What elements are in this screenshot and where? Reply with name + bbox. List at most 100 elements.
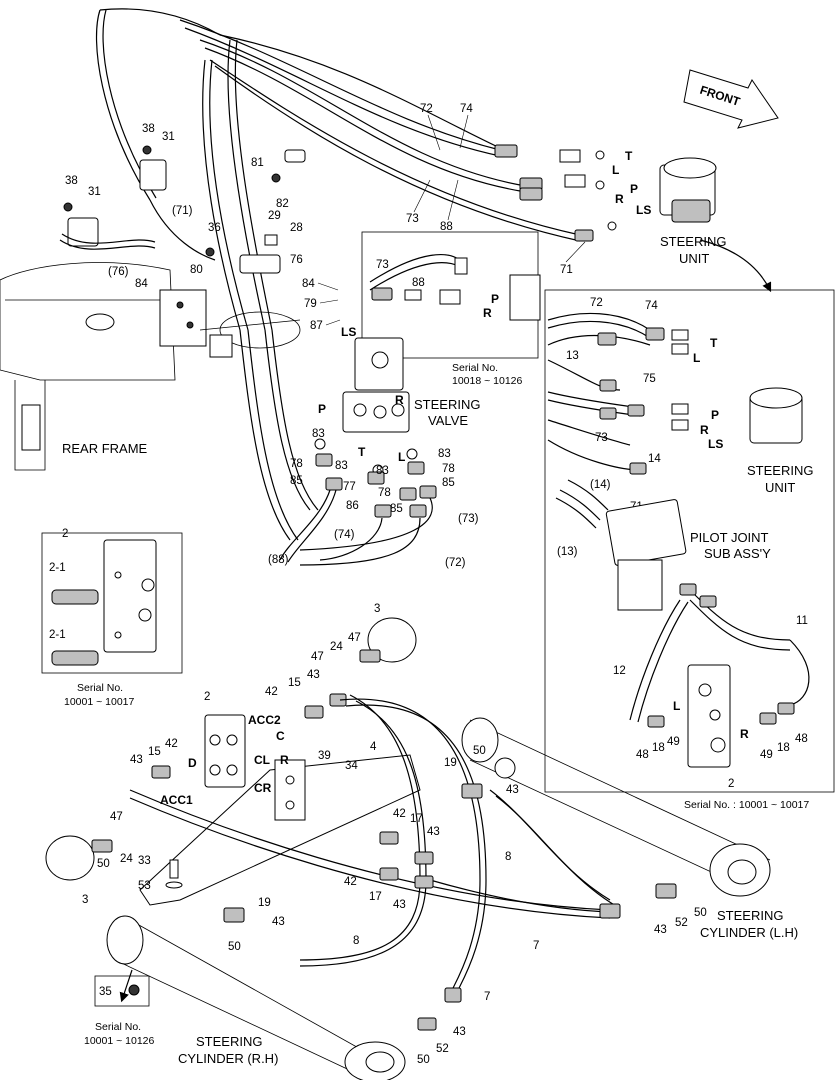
port-l-top: L bbox=[612, 163, 619, 177]
callout-15b: 15 bbox=[148, 746, 161, 758]
valve-hoses bbox=[239, 329, 433, 566]
callout-85b: 85 bbox=[442, 477, 455, 489]
linset-callout-2-1a: 2-1 bbox=[49, 562, 66, 574]
callout-80: 80 bbox=[190, 264, 203, 276]
inset-callout-88: 88 bbox=[412, 277, 425, 289]
callout-43d: 43 bbox=[427, 826, 440, 838]
cyl-rh-label-1: STEERING bbox=[196, 1034, 262, 1049]
rinset-callout-49a: 49 bbox=[667, 736, 680, 748]
rinset-callout-12: 12 bbox=[613, 665, 626, 677]
callout-8a: 8 bbox=[505, 851, 511, 863]
rinset-callout-49b: 49 bbox=[760, 749, 773, 761]
callout-83b: 83 bbox=[335, 460, 348, 472]
callout-43b: 43 bbox=[130, 754, 143, 766]
cyl-rh-label-2: CYLINDER (R.H) bbox=[178, 1051, 278, 1066]
callout-84a: 84 bbox=[135, 278, 148, 290]
callout-84b: 84 bbox=[302, 278, 315, 290]
rinset-callout-74: 74 bbox=[645, 300, 658, 312]
callout-3a: 3 bbox=[374, 603, 380, 615]
rinset-callout-13p: (13) bbox=[557, 546, 578, 558]
callout-29: 29 bbox=[268, 210, 281, 222]
rinset-port-l: L bbox=[693, 351, 700, 365]
rear-frame: REAR FRAME bbox=[0, 262, 301, 471]
inset-serial-2: 10018 ~ 10126 bbox=[452, 375, 523, 387]
callout-50e: 50 bbox=[417, 1054, 430, 1066]
cyl-lh-label-1: STEERING bbox=[717, 908, 783, 923]
callout-88: 88 bbox=[440, 221, 453, 233]
callout-74-paren: (74) bbox=[334, 529, 355, 541]
callout-2: 2 bbox=[204, 691, 210, 703]
bottom-serial-1: Serial No. bbox=[95, 1021, 141, 1033]
callout-47c: 47 bbox=[110, 811, 123, 823]
linset-callout-2: 2 bbox=[62, 528, 68, 540]
rinset-callout-72: 72 bbox=[590, 297, 603, 309]
inset-port-p: P bbox=[491, 292, 499, 306]
callout-38a: 38 bbox=[142, 123, 155, 135]
callout-76-paren: (76) bbox=[108, 266, 129, 278]
inset-serial-1: Serial No. bbox=[452, 362, 498, 374]
callout-83a: 83 bbox=[312, 428, 325, 440]
rinset-callout-13: 13 bbox=[566, 350, 579, 362]
top-hose-bundle bbox=[95, 8, 581, 331]
rinset-steering-unit-2: UNIT bbox=[765, 480, 795, 495]
rinset-serial: Serial No. : 10001 ~ 10017 bbox=[684, 799, 809, 811]
port-cr: CR bbox=[254, 781, 272, 795]
steering-unit-label-2: UNIT bbox=[679, 251, 709, 266]
callout-76: 76 bbox=[290, 254, 303, 266]
callout-50b: 50 bbox=[97, 858, 110, 870]
pilot-joint-label-1: PILOT JOINT bbox=[690, 530, 769, 545]
callout-52b: 52 bbox=[436, 1043, 449, 1055]
callout-83d: 83 bbox=[438, 448, 451, 460]
port-r-top: R bbox=[615, 192, 624, 206]
callout-71-paren: (71) bbox=[172, 205, 193, 217]
callout-82: 82 bbox=[276, 198, 289, 210]
callout-50d: 50 bbox=[694, 907, 707, 919]
rinset-callout-48b: 48 bbox=[795, 733, 808, 745]
rinset-callout-2: 2 bbox=[728, 778, 734, 790]
callout-15a: 15 bbox=[288, 677, 301, 689]
rinset-callout-73: 73 bbox=[595, 432, 608, 444]
inset-box-bottom: 35 Serial No. 10001 ~ 10126 bbox=[84, 975, 155, 1047]
callout-72-paren: (72) bbox=[445, 557, 466, 569]
rinset-callout-75: 75 bbox=[643, 373, 656, 385]
pilot-joint-label-2: SUB ASS'Y bbox=[704, 546, 771, 561]
callout-43g: 43 bbox=[654, 924, 667, 936]
callout-87: 87 bbox=[310, 320, 323, 332]
port-r-lower: R bbox=[280, 753, 289, 767]
valve-port-ls: LS bbox=[341, 325, 356, 339]
rinset-port-p: P bbox=[711, 408, 719, 422]
callout-73: 73 bbox=[406, 213, 419, 225]
rear-frame-label: REAR FRAME bbox=[62, 441, 148, 456]
callout-33: 33 bbox=[138, 855, 151, 867]
front-arrow: FRONT bbox=[683, 69, 779, 129]
rinset-steering-unit-1: STEERING bbox=[747, 463, 813, 478]
callout-78c: 78 bbox=[378, 487, 391, 499]
callout-52a: 52 bbox=[675, 917, 688, 929]
valve-port-r: R bbox=[395, 393, 404, 407]
callout-19a: 19 bbox=[444, 757, 457, 769]
callout-24a: 24 bbox=[330, 641, 343, 653]
port-cl: CL bbox=[254, 753, 270, 767]
port-d: D bbox=[188, 756, 197, 770]
callout-43f: 43 bbox=[272, 916, 285, 928]
callout-73-paren: (73) bbox=[458, 513, 479, 525]
callout-36: 36 bbox=[208, 222, 221, 234]
callout-7a: 7 bbox=[533, 940, 539, 952]
rinset-callout-14: 14 bbox=[648, 453, 661, 465]
port-t-top: T bbox=[625, 149, 633, 163]
valve-fittings bbox=[314, 438, 437, 518]
lower-assembly bbox=[45, 617, 771, 1080]
callout-47a: 47 bbox=[311, 651, 324, 663]
linset-callout-2-1b: 2-1 bbox=[49, 629, 66, 641]
callout-17a: 17 bbox=[410, 813, 423, 825]
callout-83c: 83 bbox=[376, 465, 389, 477]
callout-17b: 17 bbox=[369, 891, 382, 903]
callout-77: 77 bbox=[343, 481, 356, 493]
bottom-serial-2: 10001 ~ 10126 bbox=[84, 1035, 155, 1047]
callout-85c: 85 bbox=[390, 503, 403, 515]
callout-43a: 43 bbox=[307, 669, 320, 681]
steering-unit-top: STEERING UNIT bbox=[659, 157, 772, 293]
rinset-callout-14p: (14) bbox=[590, 479, 611, 491]
linset-serial-1: Serial No. bbox=[77, 682, 123, 694]
callout-50c: 50 bbox=[228, 941, 241, 953]
